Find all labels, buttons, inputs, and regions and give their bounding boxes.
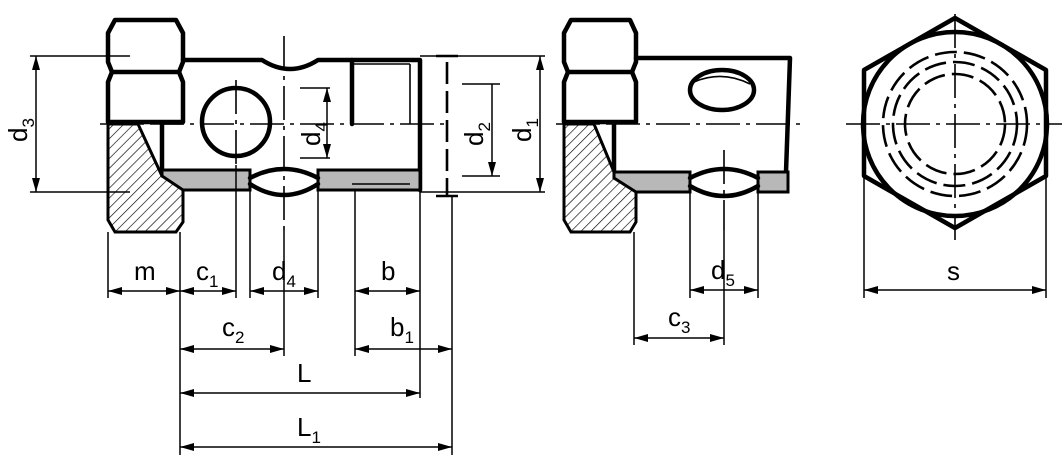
shank-outline (180, 57, 423, 193)
label-d3: d3 (3, 118, 38, 142)
label-L: L (297, 358, 311, 388)
label-c2: c2 (222, 312, 244, 347)
wall-section-right (316, 168, 422, 192)
label-m: m (134, 256, 156, 286)
label-c3: c3 (668, 302, 690, 337)
label-s: s (947, 256, 960, 286)
variant-hex-head-mid (561, 69, 639, 125)
variant-wall-section (612, 170, 692, 194)
variant-wall-section-right (756, 170, 790, 194)
label-d5: d5 (711, 255, 735, 290)
label-d4: d4 (272, 256, 296, 291)
hex-head-mid (105, 69, 186, 125)
variant-oblique-hole (687, 67, 757, 113)
label-d1: d1 (507, 118, 542, 142)
mating-part-phantom (436, 54, 462, 198)
label-d2: d2 (459, 122, 494, 146)
hex-head-upper (105, 17, 186, 75)
variant-shank-outline (633, 55, 793, 175)
end-view: s (846, 14, 1062, 298)
hex-head-hatched-section (106, 122, 185, 234)
label-c1: c1 (196, 256, 218, 291)
variant-hole-arc-bottom (687, 183, 761, 199)
variant-hex-head-hatched (562, 122, 638, 234)
variant-hex-head-upper (561, 17, 639, 75)
label-d4-vertical: d4 (296, 122, 331, 146)
variant-section-view: d5 c3 (556, 17, 800, 345)
label-L1: L1 (297, 412, 321, 447)
side-section-view: d3 d4 d2 d1 m c1 d4 b c2 b1 L L1 (3, 17, 545, 455)
label-b1: b1 (390, 312, 414, 347)
variant-oblique-hole-inner (693, 75, 751, 85)
label-b: b (381, 256, 395, 286)
